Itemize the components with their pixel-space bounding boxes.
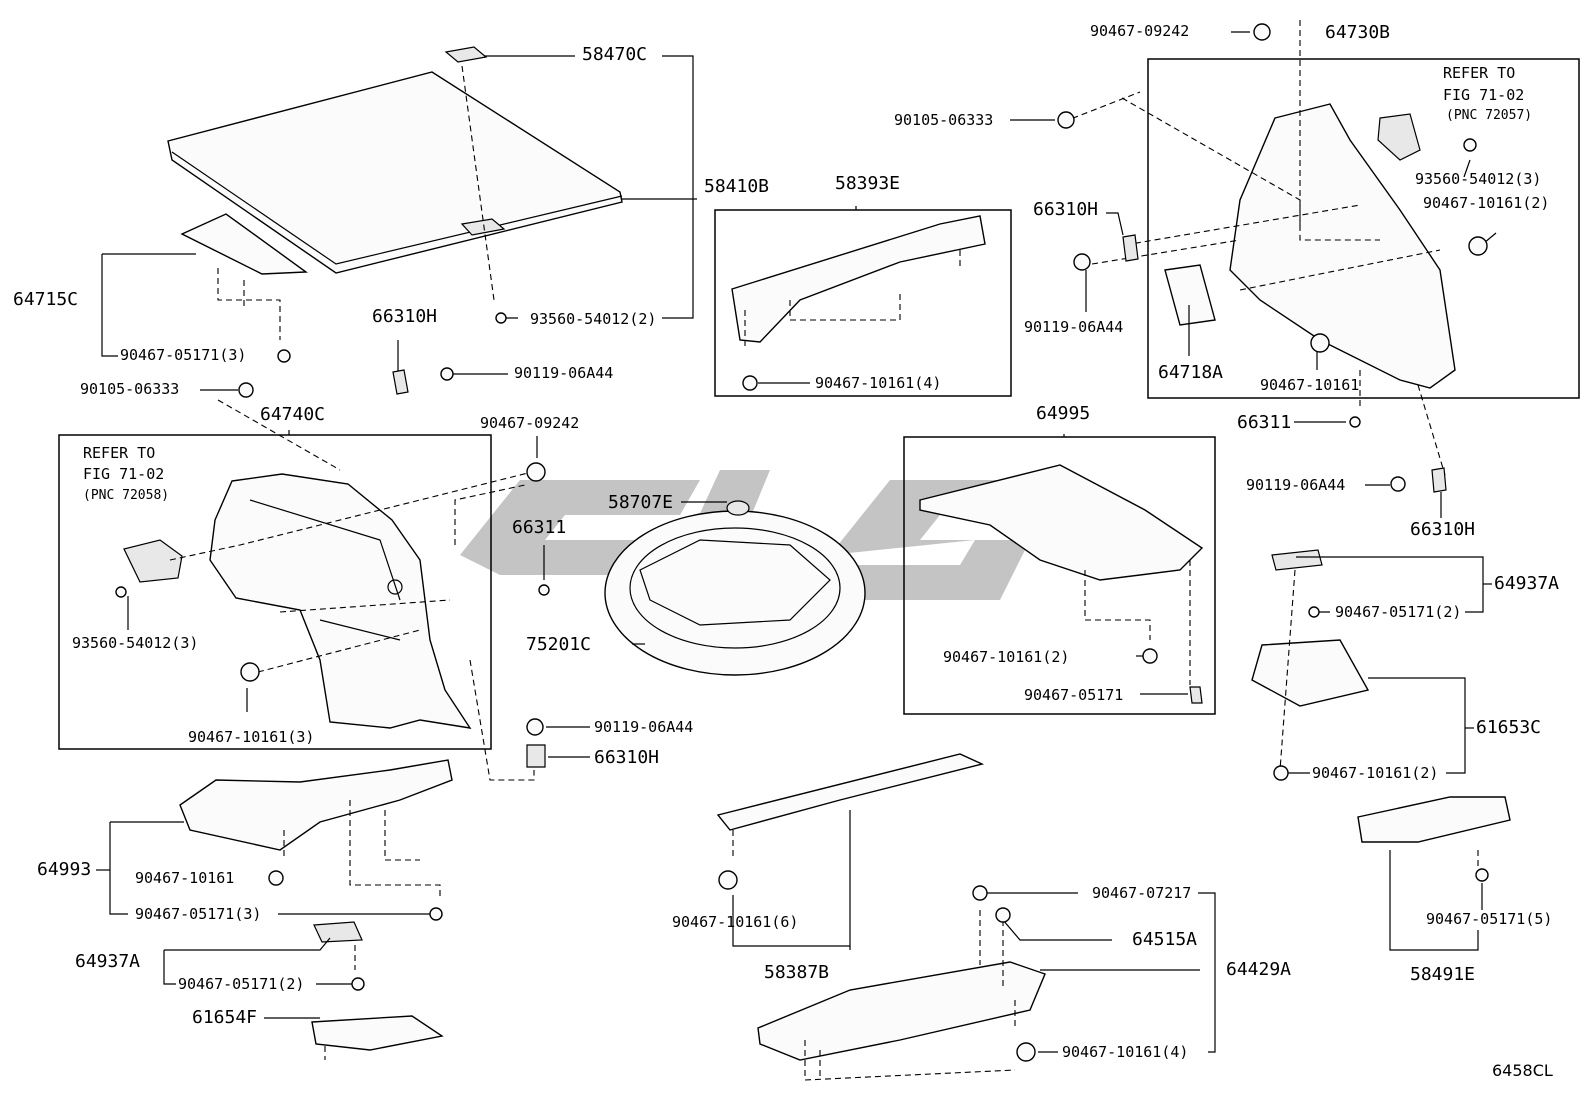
label-90105-06333-right: 90105-06333 xyxy=(894,111,994,129)
diagram-code: 6458CL xyxy=(1492,1061,1553,1080)
part-58491E xyxy=(1357,796,1511,843)
label-90119-06A44-right: 90119-06A44 xyxy=(1246,476,1346,494)
leader-lines xyxy=(96,31,1497,1053)
part-61654F xyxy=(311,1015,444,1051)
part-64937A-right xyxy=(1271,549,1323,571)
label-90467-05171-5: 90467-05171(5) xyxy=(1426,910,1553,928)
label-90467-05171-2-right: 90467-05171(2) xyxy=(1335,603,1462,621)
label-64429A: 64429A xyxy=(1226,959,1292,980)
label-90119-06A44-center: 90119-06A44 xyxy=(594,718,694,736)
label-66310H-right-top: 66310H xyxy=(1033,199,1099,220)
label-64937A-right: 64937A xyxy=(1494,573,1560,594)
box-64730B xyxy=(1147,58,1580,399)
label-66310H-right: 66310H xyxy=(1410,519,1476,540)
label-90467-10161-3: 90467-10161(3) xyxy=(188,728,315,746)
label-90467-05171-2-left: 90467-05171(2) xyxy=(178,975,305,993)
part-64993 xyxy=(179,759,453,851)
label-64993: 64993 xyxy=(37,859,92,880)
label-58410B: 58410B xyxy=(704,176,770,197)
label-90119-06A44-right-top: 90119-06A44 xyxy=(1024,318,1124,336)
label-93560-54012-3-right: 93560-54012(3) xyxy=(1415,170,1542,188)
spare-tray-75201C xyxy=(604,500,866,676)
label-64718A: 64718A xyxy=(1158,362,1224,383)
part-58393E xyxy=(731,215,986,343)
label-90467-10161-2-center: 90467-10161(2) xyxy=(943,648,1070,666)
part-64937A-left xyxy=(313,921,363,943)
part-58387B xyxy=(716,753,985,831)
panel-64715C xyxy=(180,213,309,275)
label-90467-10161-2-top: 90467-10161(2) xyxy=(1423,194,1550,212)
label-93560-54012-2: 93560-54012(2) xyxy=(530,310,657,328)
label-90467-09242-left: 90467-09242 xyxy=(480,414,580,432)
label-66310H-left: 66310H xyxy=(372,306,438,327)
side-trim-64730B xyxy=(1164,103,1456,389)
label-61654F: 61654F xyxy=(192,1007,258,1028)
label-90467-05171-3-top: 90467-05171(3) xyxy=(120,346,247,364)
label-58387B: 58387B xyxy=(764,962,830,983)
label-66310H-center: 66310H xyxy=(594,747,660,768)
label-93560-54012-3-left: 93560-54012(3) xyxy=(72,634,199,652)
part-61653C xyxy=(1251,639,1370,707)
label-64995: 64995 xyxy=(1036,403,1091,424)
refer-left-line3: (PNC 72058) xyxy=(83,488,170,503)
box-58393E xyxy=(714,209,1012,397)
label-90467-10161-right: 90467-10161 xyxy=(1260,376,1360,394)
label-64937A-left: 64937A xyxy=(75,951,141,972)
box-64995 xyxy=(903,436,1216,715)
box-64740C xyxy=(58,434,492,750)
label-66311-left: 66311 xyxy=(512,517,567,538)
refer-right-line2: FIG 71-02 xyxy=(1443,86,1525,104)
label-66311-right: 66311 xyxy=(1237,412,1292,433)
label-90467-09242-right: 90467-09242 xyxy=(1090,22,1190,40)
label-90467-10161-left: 90467-10161 xyxy=(135,869,235,887)
label-90467-07217: 90467-07217 xyxy=(1092,884,1192,902)
refer-right-line1: REFER TO xyxy=(1443,64,1516,82)
label-90467-10161-4-top: 90467-10161(4) xyxy=(815,374,942,392)
label-90467-10161-6: 90467-10161(6) xyxy=(672,913,799,931)
label-75201C: 75201C xyxy=(526,634,592,655)
label-58393E: 58393E xyxy=(835,173,901,194)
refer-right-line3: (PNC 72057) xyxy=(1446,108,1533,123)
label-90119-06A44-left: 90119-06A44 xyxy=(514,364,614,382)
label-90467-05171-3-left: 90467-05171(3) xyxy=(135,905,262,923)
label-64515A: 64515A xyxy=(1132,929,1198,950)
label-90467-05171-center: 90467-05171 xyxy=(1024,686,1124,704)
label-64740C: 64740C xyxy=(260,404,326,425)
refer-left-line2: FIG 71-02 xyxy=(83,465,165,483)
deck-board-58410B xyxy=(167,46,623,274)
side-trim-64740C xyxy=(123,473,472,729)
label-58470C: 58470C xyxy=(582,44,648,65)
label-58707E: 58707E xyxy=(608,492,674,513)
label-61653C: 61653C xyxy=(1476,717,1542,738)
label-90467-10161-4-bottom: 90467-10161(4) xyxy=(1062,1043,1189,1061)
fasteners xyxy=(115,23,1489,1062)
part-64429A xyxy=(757,961,1046,1061)
part-64995 xyxy=(919,464,1204,581)
label-90467-10161-2-right: 90467-10161(2) xyxy=(1312,764,1439,782)
label-90105-06333-left: 90105-06333 xyxy=(80,380,180,398)
label-58491E: 58491E xyxy=(1410,964,1476,985)
label-64715C: 64715C xyxy=(13,289,79,310)
dashed-lines xyxy=(169,20,1479,1081)
refer-left-line1: REFER TO xyxy=(83,444,156,462)
label-64730B: 64730B xyxy=(1325,22,1391,43)
